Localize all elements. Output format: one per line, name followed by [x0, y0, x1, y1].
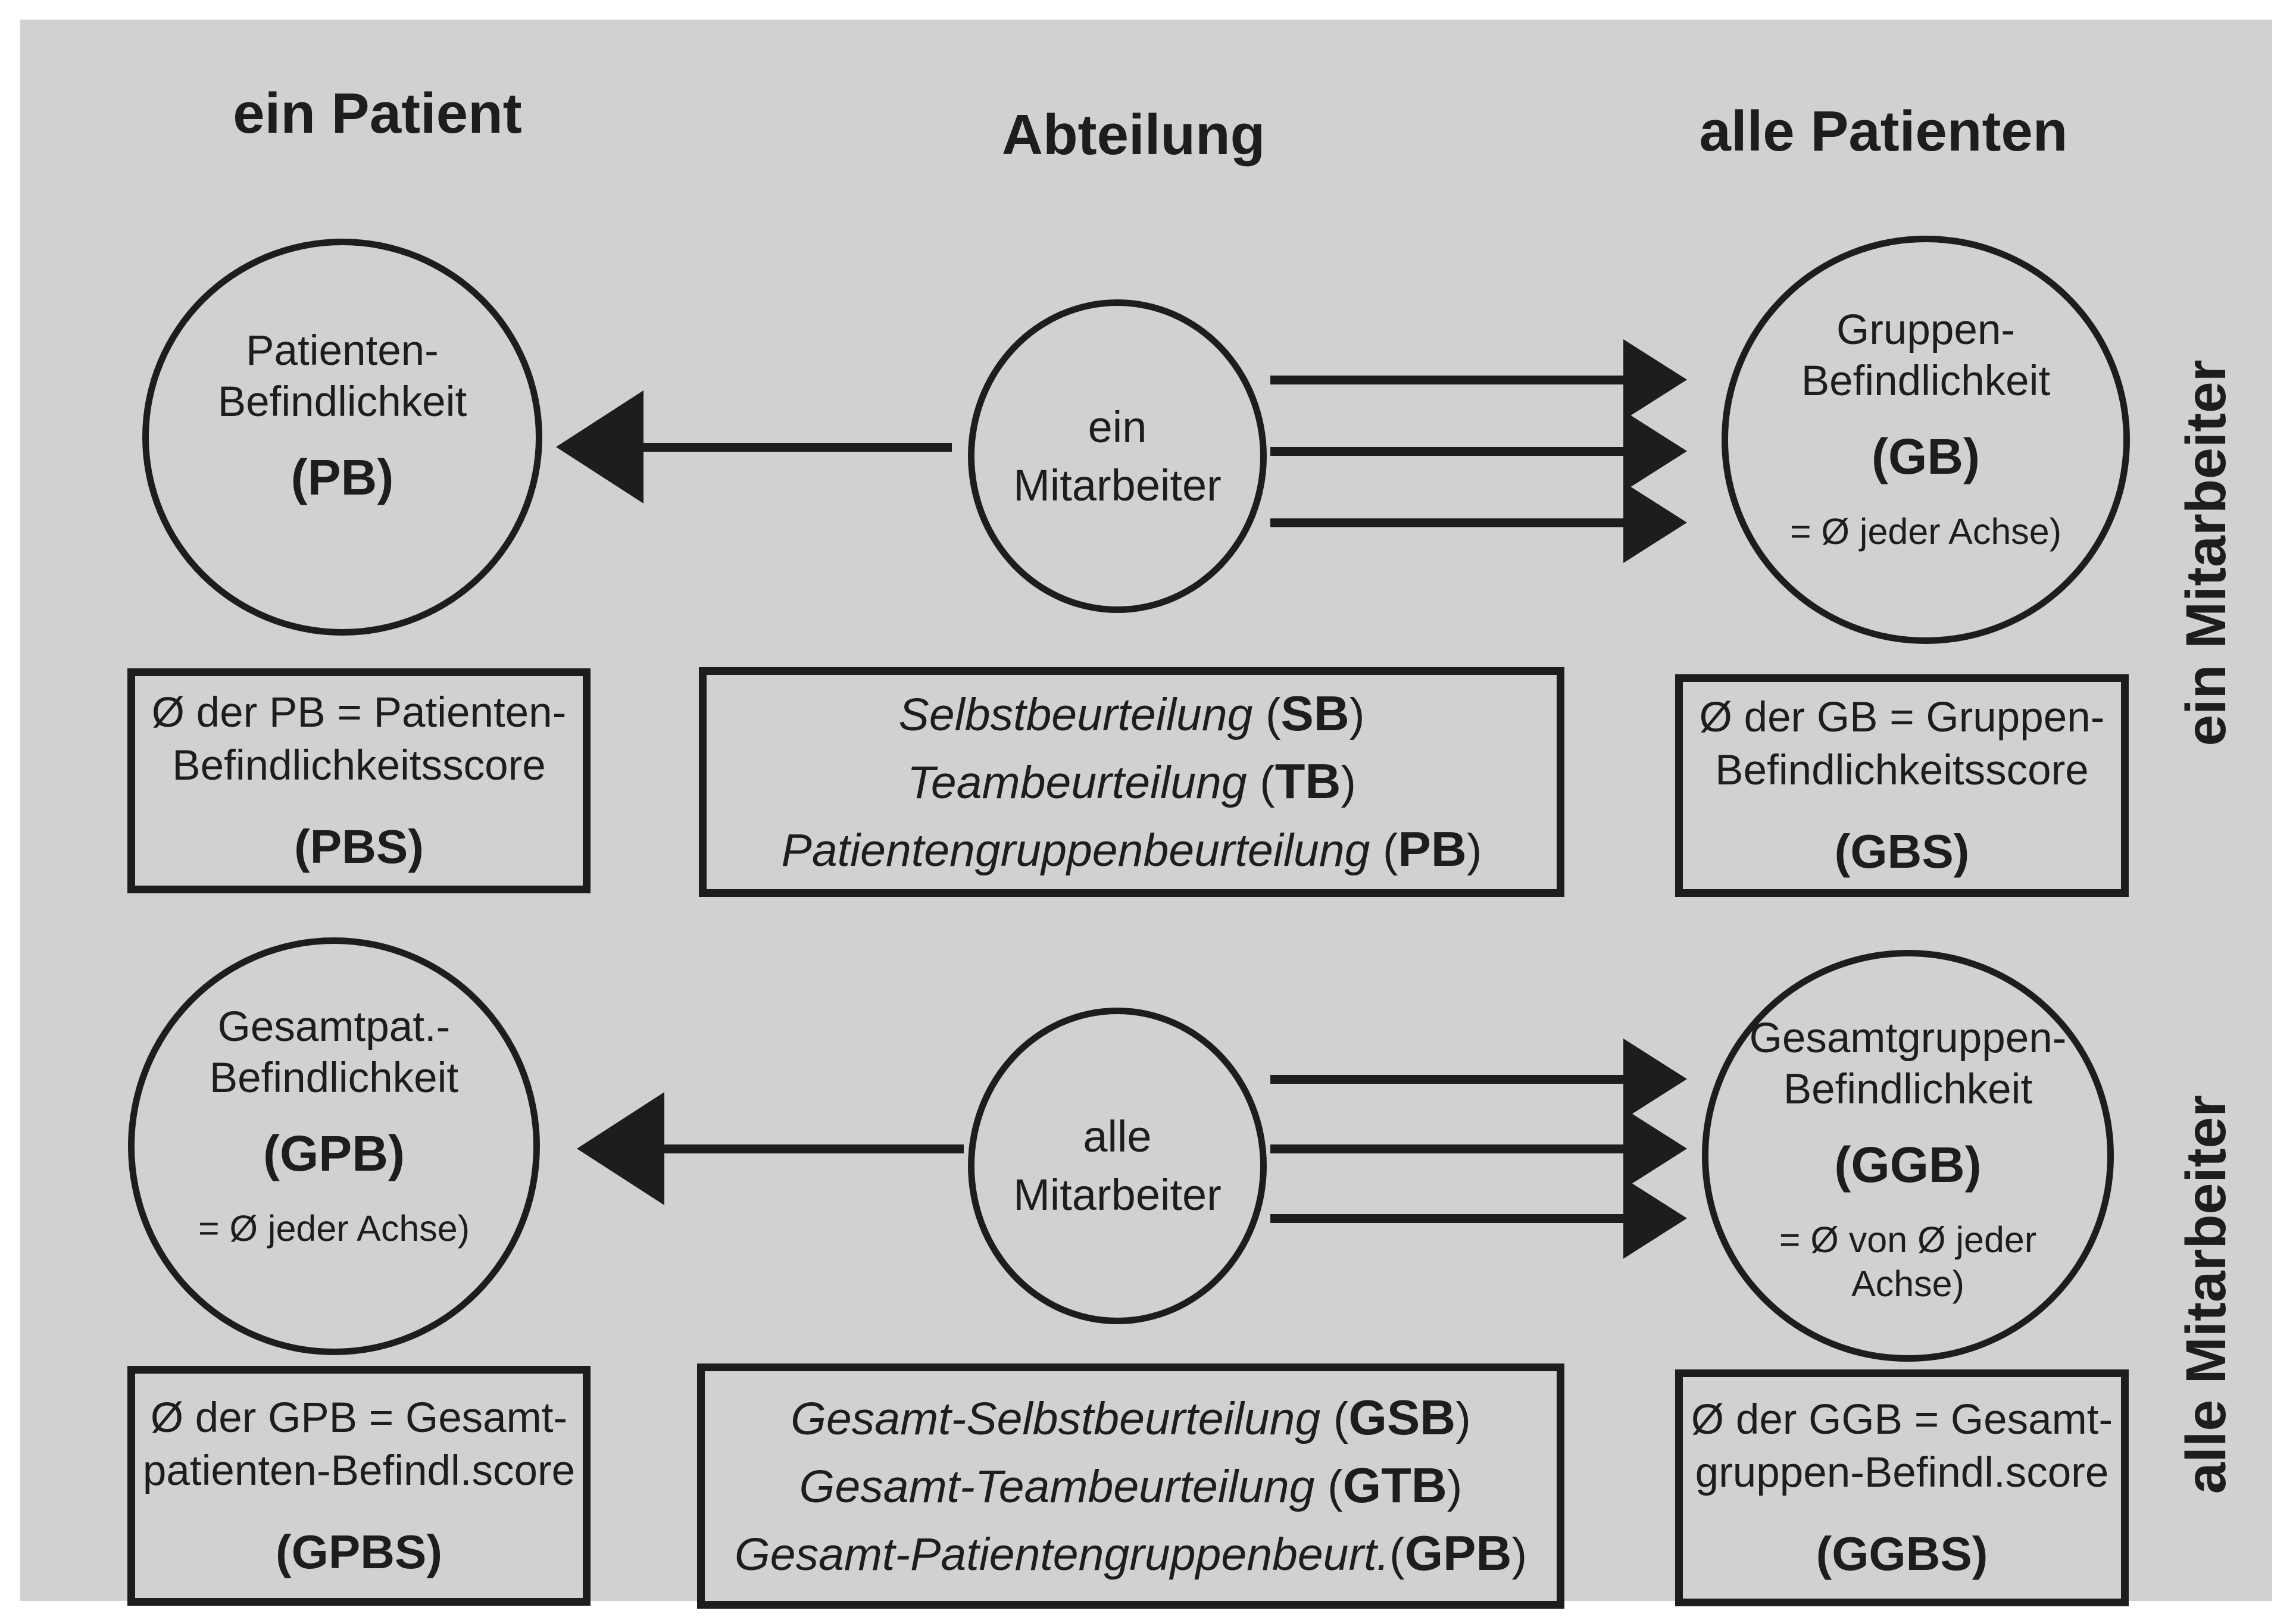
node-gruppen-befindlichkeit: Gruppen- Befindlichkeit (GB) = Ø jeder A… [1722, 236, 2130, 644]
arrow-head-to-gb-3-icon [1623, 482, 1687, 563]
node-line: Gesamtgruppen- [1749, 1015, 2067, 1062]
box-line: Befindlichkeitsscore [1715, 747, 2089, 794]
arrow-head-to-gb-1-icon [1623, 339, 1687, 420]
rating-line: Selbstbeurteilung (SB) [898, 686, 1365, 741]
box-ratings-bottom: Gesamt-Selbstbeurteilung (GSB) Gesamt-Tea… [697, 1363, 1564, 1609]
node-line: Mitarbeiter [1013, 460, 1222, 510]
rating-line: Gesamt-Teambeurteilung (GTB) [799, 1458, 1463, 1513]
rating-line: Patientengruppenbeurteilung (PB) [781, 821, 1482, 877]
box-ggbs-score: Ø der GGB = Gesamt- gruppen-Befindl.scor… [1675, 1369, 2129, 1606]
node-one-staff-member: ein Mitarbeiter [968, 299, 1267, 613]
box-line: gruppen-Befindl.score [1695, 1449, 2109, 1496]
row-label-all-staff: alle Mitarbeiter [2175, 1094, 2238, 1494]
node-acronym: (GB) [1872, 429, 1980, 484]
node-line: Mitarbeiter [1013, 1170, 1222, 1219]
node-acronym: (GGB) [1834, 1137, 1982, 1193]
row-label-one-staff-member: ein Mitarbeiter [2175, 359, 2238, 746]
node-text: ein Mitarbeiter [1013, 398, 1222, 515]
node-acronym: (GPB) [263, 1125, 405, 1181]
column-header-one-patient: ein Patient [233, 82, 522, 145]
node-line: Befindlichkeit [209, 1055, 459, 1102]
node-note: = Ø jeder Achse) [198, 1208, 470, 1249]
arrow-line-to-gb-1 [1270, 376, 1627, 384]
node-note: = Ø von Ø jeder [1779, 1219, 2037, 1260]
node-line: Gesamtpat.- [217, 1003, 451, 1050]
node-line: Gruppen- [1836, 307, 2015, 354]
node-text: Gesamtgruppen- Befindlichkeit (GGB) = Ø … [1750, 1013, 2067, 1306]
arrow-line-to-ggb-1 [1270, 1075, 1627, 1084]
box-ratings-top: Selbstbeurteilung (SB) Teambeurteilung (T… [699, 667, 1564, 897]
rating-line: Gesamt-Patientengruppenbeurt.(GPB) [734, 1525, 1527, 1581]
rating-line: Teambeurteilung (TB) [907, 753, 1357, 809]
arrow-line-to-pb [639, 443, 952, 452]
box-line: Ø der GPB = Gesamt- [150, 1394, 568, 1441]
box-acronym: (PBS) [294, 820, 424, 873]
box-line: Ø der GGB = Gesamt- [1691, 1396, 2113, 1443]
rating-line: Gesamt-Selbstbeurteilung (GSB) [791, 1390, 1471, 1445]
node-note: = Ø jeder Achse) [1789, 511, 2062, 552]
arrow-head-to-ggb-2-icon [1623, 1108, 1687, 1189]
node-text: Patienten- Befindlichkeit (PB) [218, 326, 467, 506]
arrow-head-to-ggb-1-icon [1623, 1039, 1687, 1119]
box-acronym: (GGBS) [1816, 1527, 1988, 1580]
diagram-panel: ein Patient Abteilung alle Patienten ein… [20, 20, 2272, 1609]
arrow-head-to-gb-2-icon [1623, 411, 1687, 492]
box-line: Ø der PB = Patienten- [151, 689, 567, 736]
box-pbs-score: Ø der PB = Patienten- Befindlichkeitssco… [127, 668, 591, 893]
node-line: Befindlichkeit [217, 378, 467, 426]
node-text: Gruppen- Befindlichkeit (GB) = Ø jeder A… [1790, 305, 2061, 553]
node-acronym: (PB) [290, 449, 394, 505]
column-header-all-patients: alle Patienten [1699, 99, 2068, 163]
arrow-head-to-ggb-3-icon [1623, 1178, 1687, 1259]
box-line: Befindlichkeitsscore [172, 742, 546, 789]
node-line: ein [1088, 402, 1147, 452]
arrow-line-to-gb-3 [1270, 518, 1627, 527]
node-line: Patienten- [246, 327, 439, 374]
node-patient-befindlichkeit: Patienten- Befindlichkeit (PB) [142, 239, 542, 636]
box-gbs-score: Ø der GB = Gruppen- Befindlichkeitsscore… [1675, 674, 2129, 897]
box-line: patienten-Befindl.score [142, 1447, 576, 1494]
arrow-head-to-pb-icon [556, 390, 643, 503]
arrow-line-to-ggb-2 [1270, 1144, 1627, 1153]
node-note: Achse) [1851, 1264, 1964, 1304]
box-gpbs-score: Ø der GPB = Gesamt- patienten-Befindl.sc… [127, 1366, 591, 1606]
column-header-department: Abteilung [1001, 103, 1266, 167]
node-text: alle Mitarbeiter [1013, 1108, 1222, 1224]
box-line: Ø der GB = Gruppen- [1699, 694, 2105, 741]
node-line: alle [1083, 1112, 1152, 1161]
node-gesamtpatienten-befindlichkeit: Gesamtpat.- Befindlichkeit (GPB) = Ø jed… [128, 937, 540, 1355]
node-gesamtgruppen-befindlichkeit: Gesamtgruppen- Befindlichkeit (GGB) = Ø … [1702, 950, 2114, 1362]
arrow-head-to-gpb-icon [577, 1092, 664, 1205]
box-acronym: (GBS) [1834, 825, 1970, 878]
box-acronym: (GPBS) [276, 1525, 442, 1578]
node-line: Befindlichkeit [1783, 1066, 2033, 1113]
node-all-staff: alle Mitarbeiter [968, 1008, 1267, 1324]
arrow-line-to-gb-2 [1270, 447, 1627, 456]
arrow-line-to-ggb-3 [1270, 1214, 1627, 1223]
arrow-line-to-gpb [660, 1144, 964, 1153]
node-text: Gesamtpat.- Befindlichkeit (GPB) = Ø jed… [198, 1002, 470, 1250]
node-line: Befindlichkeit [1801, 358, 2051, 405]
